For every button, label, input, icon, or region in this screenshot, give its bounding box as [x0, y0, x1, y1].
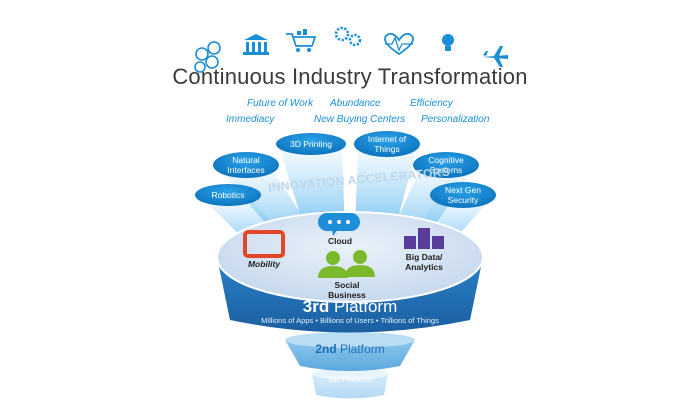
page-title: Continuous Industry Transformation: [172, 64, 528, 89]
second-platform-ordinal: 2nd: [315, 342, 337, 356]
social-business-icon: [318, 250, 375, 278]
pillar-big-data-analytics: Big Data/ Analytics: [405, 252, 443, 272]
accelerator-next-gen-security: Next Gen Security: [445, 185, 481, 205]
first-platform-ordinal: 1st: [328, 375, 340, 384]
first-platform-band: [312, 374, 388, 399]
third-platform-label: 3rd Platform: [250, 297, 450, 317]
currency-exchange-icon: [194, 41, 221, 73]
pillar-social-business: Social Business: [328, 280, 366, 300]
bank-icon: [243, 34, 269, 55]
trend-abundance: Abundance: [330, 98, 381, 109]
accelerator-robotics: Robotics: [211, 190, 245, 200]
pillar-mobility: Mobility: [247, 259, 281, 269]
trend-immediacy: Immediacy: [226, 114, 275, 125]
gears-icon: [334, 26, 362, 47]
first-platform-word: Platform: [342, 375, 372, 384]
shopping-cart-icon: [286, 29, 317, 52]
third-platform-ordinal: 3rd: [302, 297, 330, 316]
second-platform-top: [285, 332, 415, 348]
accelerator-bubble-next-gen-security: [430, 182, 496, 208]
third-platform-word: Platform: [333, 297, 398, 316]
accelerator-internet-of-things: Internet of Things: [367, 134, 407, 154]
second-platform-word: Platform: [340, 342, 385, 356]
big-data-icon: [404, 228, 444, 249]
accelerator-natural-interfaces: Natural Interfaces: [227, 155, 265, 175]
beam-3d-printing: [280, 150, 345, 230]
accelerator-bubble-3d-printing: [276, 133, 346, 155]
pillar-cloud: Cloud: [327, 236, 353, 246]
trend-future-of-work: Future of Work: [247, 98, 314, 109]
first-platform-top: [312, 368, 388, 380]
accelerator-bubble-natural-interfaces: [213, 152, 279, 178]
trend-efficiency: Efficiency: [410, 98, 453, 109]
airplane-icon: [482, 46, 508, 67]
second-platform-band: [285, 340, 415, 371]
second-platform-label: 2nd Platform: [290, 342, 410, 356]
lightbulb-icon: [442, 34, 454, 51]
first-platform-label: 1st Platform: [310, 375, 390, 384]
trend-personalization: Personalization: [421, 114, 490, 125]
third-platform-subtitle: Millions of Apps • Billions of Users • T…: [261, 316, 439, 325]
accelerator-bubble-cognitive-systems: [413, 152, 479, 178]
healthcare-heart-icon: [384, 32, 414, 56]
cloud-icon: [318, 213, 360, 236]
beam-internet-of-things: [355, 150, 416, 230]
accelerator-cognitive-systems: Cognitive Systems: [428, 155, 464, 175]
mobility-icon: [243, 230, 285, 258]
accelerator-bubble-internet-of-things: [354, 131, 420, 157]
accelerator-bubble-robotics: [195, 184, 261, 206]
trend-new-buying-centers: New Buying Centers: [314, 114, 406, 125]
accelerator-3d-printing: 3D Printing: [289, 139, 333, 149]
